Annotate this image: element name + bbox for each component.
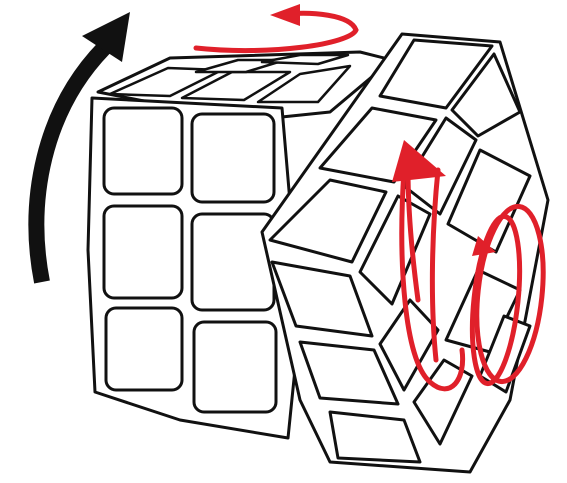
right-layer-tile [402,116,478,216]
front-tile [190,212,276,312]
front-tile [190,112,276,204]
top-tile [260,53,350,66]
right-layer-tile [270,260,374,338]
right-layer-tile [378,298,440,392]
right-layer-tile [328,410,422,464]
top-tile [180,70,292,102]
front-tile [192,320,278,414]
right-layer-tile [378,38,494,110]
top-tile [256,64,352,104]
right-layer-tile [268,178,388,264]
right-layer-tile [450,52,522,138]
right-layer-tile [358,194,432,306]
red-loop-right-layer-spin [469,203,546,387]
front-tile [102,204,184,300]
front-face-tiles [102,106,278,414]
right-layer-tile [318,106,438,184]
red-arrow-top-layer-turn [193,4,359,54]
front-tile [102,106,184,196]
right-layer-tile [298,340,400,406]
black-arrow-cube-rotation [28,12,130,284]
top-face-tiles [108,53,352,104]
red-arrow-right-layer-turn [392,140,466,392]
front-tile [104,306,184,392]
